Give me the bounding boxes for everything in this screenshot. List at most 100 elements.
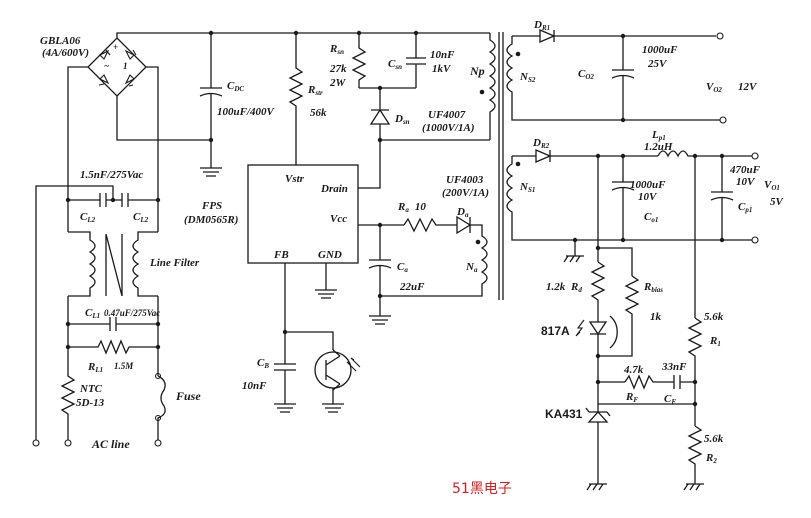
resistor-rsn: [351, 33, 367, 88]
cp1-v2: 10V: [736, 176, 756, 188]
ground-ka431: [586, 483, 607, 491]
dsn-rating: (1000V/1A): [422, 122, 475, 134]
capacitor-cl2-left: [99, 193, 107, 207]
cb-name: CB: [257, 357, 269, 370]
rbias-value: 1k: [650, 311, 662, 323]
vo1-name: VO1: [764, 179, 780, 192]
fps-gnd: GND: [318, 249, 342, 261]
cb-value: 10nF: [242, 380, 267, 392]
terminal-vo2-neg: [719, 116, 727, 124]
opto-led: [575, 312, 618, 356]
co2-v1: 1000uF: [642, 44, 678, 56]
cp1-name: Cp1: [738, 201, 752, 214]
tl431-label: KA431: [545, 407, 583, 421]
cf-name: CF: [664, 393, 676, 406]
r2-name: R2: [705, 452, 717, 465]
transformer-core: [498, 32, 504, 300]
fps-vstr: Vstr: [285, 173, 305, 185]
csn-v1: 10nF: [430, 49, 455, 61]
fps-drain: Drain: [320, 183, 348, 195]
rf-value: 4.7k: [623, 364, 644, 376]
cf-value: 33nF: [661, 361, 687, 373]
rf-name: RF: [625, 391, 638, 404]
rstr-name: Rstr: [307, 84, 323, 97]
co1-name: Co1: [644, 211, 658, 224]
resistor-rstr: [288, 33, 304, 165]
rsn-v2: 2W: [329, 77, 347, 89]
resistor-r2: [687, 425, 703, 484]
ground-ic: [315, 289, 337, 299]
capacitor-cdc: [199, 33, 223, 168]
ntc-thermistor: [60, 347, 76, 440]
np-label: Np: [469, 64, 485, 78]
winding-ns2: [506, 35, 720, 121]
inductor-lp1: [657, 150, 752, 158]
terminal-vo2-pos: [716, 32, 724, 40]
capacitor-co2: [611, 36, 635, 120]
diode-dsn: [369, 88, 490, 189]
capacitor-cp1: [710, 156, 734, 240]
terminal-vo1-neg: [751, 236, 759, 244]
diode-dr2: [535, 149, 552, 163]
co2-name: CO2: [578, 68, 594, 81]
fps-name: FPS: [201, 200, 222, 212]
ntc-name: NTC: [79, 383, 103, 395]
capacitor-csn: [406, 33, 426, 88]
terminal-fg: [32, 439, 40, 447]
ground-cdc: [200, 167, 222, 177]
shunt-regulator-ka431: [585, 403, 695, 484]
resistor-r1: [687, 317, 703, 426]
rd-value: 1.2k: [546, 281, 566, 293]
vo2-name: VO2: [706, 81, 722, 94]
ac-line-label: AC line: [91, 437, 130, 451]
resistor-rbias: [598, 275, 640, 357]
vo2-value: 12V: [738, 81, 758, 93]
rsn-v1: 27k: [329, 63, 347, 75]
cdc-value: 100uF/400V: [217, 106, 276, 118]
winding-ns1: [506, 155, 752, 241]
rl1-name: RL1: [87, 361, 103, 374]
capacitor-cl2-right: [121, 193, 129, 207]
resistor-rl1: [68, 339, 158, 355]
co1-v1: 1000uF: [630, 179, 666, 191]
capacitor-cl1: [109, 317, 117, 331]
rd-name: Rd: [570, 281, 582, 294]
terminal-ac-l: [64, 439, 72, 447]
terminal-vo1-pos: [751, 152, 759, 160]
co2-v2: 25V: [647, 58, 668, 70]
lp1-value: 1.2uH: [644, 141, 673, 153]
r1-value: 5.6k: [704, 311, 724, 323]
csn-name: Csn: [388, 58, 402, 71]
cy-value: 1.5nF/275Vac: [80, 169, 143, 181]
ground-cb: [274, 403, 296, 413]
rbias-name: Rbias: [643, 281, 663, 294]
svg-text:+: +: [113, 42, 118, 52]
ground-r2: [683, 483, 704, 491]
ground-ca: [369, 315, 391, 325]
fuse: [154, 347, 166, 440]
csn-v2: 1kV: [432, 63, 452, 75]
rstr-value: 56k: [310, 107, 327, 119]
resistor-ra: [403, 217, 457, 233]
fps-part: (DM0565R): [184, 214, 238, 226]
opto-label: 817A: [541, 324, 570, 338]
dsn-part: UF4007: [428, 109, 466, 121]
cl1-name: CL1: [85, 307, 100, 320]
cdc-name: CDC: [227, 80, 244, 93]
fuse-label: Fuse: [175, 389, 201, 403]
resistor-rd: [590, 261, 606, 312]
cl2b-name: CL2: [133, 211, 149, 224]
winding-na: [380, 230, 488, 297]
da-rating: (200V/1A): [442, 187, 489, 199]
svg-text:~: ~: [104, 61, 109, 71]
cl2a-name: CL2: [80, 211, 96, 224]
ca-name: Ca: [397, 261, 408, 274]
da-part: UF4003: [446, 174, 484, 186]
fps-vcc: Vcc: [330, 213, 347, 225]
ns2-name: NS2: [519, 71, 536, 84]
bridge-rating: (4A/600V): [42, 47, 89, 59]
bridge-rectifier: 1 ~ +: [87, 37, 147, 97]
lp1-name: Lp1: [651, 129, 666, 142]
